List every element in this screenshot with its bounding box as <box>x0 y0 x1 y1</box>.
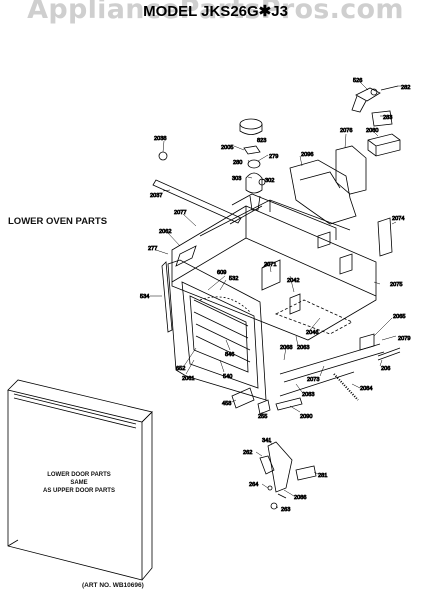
diagram-title: MODEL JKS26G✱J3 <box>143 3 288 20</box>
door-note: LOWER DOOR PARTS SAME AS UPPER DOOR PART… <box>34 471 124 495</box>
part-label-2086: 2086 <box>294 495 306 501</box>
part-label-652: 652 <box>176 366 185 372</box>
side-trim-534-drawing <box>161 261 173 333</box>
hinge-assembly-drawing <box>259 441 317 510</box>
part-label-2090: 2090 <box>300 414 312 420</box>
part-label-609: 609 <box>217 270 226 276</box>
part-label-540: 540 <box>223 374 232 380</box>
art-number: (ART NO. WB10696) <box>82 582 144 589</box>
part-label-277: 277 <box>148 246 157 252</box>
part-label-526: 526 <box>353 78 362 84</box>
igniter-bracket-drawing <box>351 85 399 113</box>
part-label-2061: 2061 <box>182 376 194 382</box>
door-note-line-1: LOWER DOOR PARTS <box>47 472 111 478</box>
part-label-2063: 2063 <box>297 345 309 351</box>
part-label-2005: 2005 <box>221 145 233 151</box>
part-2071-mark <box>261 261 271 269</box>
part-label-2075: 2075 <box>390 282 402 288</box>
bracket-277-drawing <box>175 245 197 267</box>
watermark: AppliancePartsPros.com <box>27 0 404 25</box>
cross-braces-drawing <box>274 299 353 335</box>
part-2038-drawing <box>158 151 168 161</box>
part-label-2037: 2037 <box>150 193 162 199</box>
part-label-281: 281 <box>318 473 327 479</box>
part-2076-drawing <box>335 145 367 195</box>
thermostat-stack-drawing <box>239 118 266 211</box>
part-label-823: 823 <box>257 138 266 144</box>
part-label-282: 282 <box>401 85 410 91</box>
door-note-line-3: AS UPPER DOOR PARTS <box>43 488 115 494</box>
part-2096-duct-drawing <box>289 159 357 225</box>
part-label-2076: 2076 <box>340 128 352 134</box>
part-2074-drawing <box>377 217 393 257</box>
part-label-2073: 2073 <box>307 377 319 383</box>
lower-door-drawing <box>7 379 153 581</box>
part-label-2071: 2071 <box>264 262 276 268</box>
part-2090-drawing <box>275 397 303 411</box>
part-label-2083: 2083 <box>302 392 314 398</box>
part-label-2079: 2079 <box>398 336 410 342</box>
part-label-2062: 2062 <box>159 229 171 235</box>
part-label-279: 279 <box>269 154 278 160</box>
spring-2084-drawing <box>333 373 359 401</box>
part-labels: 526 282 283 2076 2080 2038 823 2005 279 … <box>140 78 411 514</box>
part-2096-fold <box>299 171 341 189</box>
oven-cavity-drawing <box>171 193 377 341</box>
part-2065-drawing <box>359 333 375 351</box>
part-label-2042: 2042 <box>287 278 299 284</box>
part-label-262: 262 <box>243 450 252 456</box>
part-283-drawing <box>371 110 393 127</box>
part-label-2068: 2068 <box>280 345 292 351</box>
part-255-drawing <box>257 399 271 415</box>
part-label-458: 458 <box>222 401 231 407</box>
part-label-341: 341 <box>262 438 271 444</box>
part-458-drawing <box>231 387 255 409</box>
section-label-lower-oven: LOWER OVEN PARTS <box>8 216 108 227</box>
part-label-2074: 2074 <box>392 216 404 222</box>
part-label-280: 280 <box>233 160 242 166</box>
part-2042-drawing <box>289 293 301 315</box>
part-label-206: 206 <box>381 366 390 372</box>
part-2080-drawing <box>367 133 401 157</box>
part-label-255: 255 <box>258 414 267 420</box>
part-label-283: 283 <box>383 115 392 121</box>
oven-front-frame-drawing <box>167 259 267 401</box>
part-label-846: 846 <box>225 352 234 358</box>
part-206-drawing <box>377 347 401 361</box>
part-label-302: 302 <box>265 178 274 184</box>
part-label-2096: 2096 <box>301 152 313 158</box>
part-label-263: 263 <box>281 507 290 513</box>
part-label-534: 534 <box>140 294 149 300</box>
part-label-2080: 2080 <box>366 128 378 134</box>
part-label-2046: 2046 <box>306 330 318 336</box>
part-label-532: 532 <box>229 276 238 282</box>
part-label-2084: 2084 <box>360 386 372 392</box>
part-label-264: 264 <box>249 482 258 488</box>
part-label-2065: 2065 <box>393 314 405 320</box>
leader-lines <box>150 81 402 509</box>
part-label-2077: 2077 <box>174 210 186 216</box>
part-label-303: 303 <box>232 176 241 182</box>
door-note-line-2: SAME <box>70 480 88 486</box>
part-label-2038: 2038 <box>154 136 166 142</box>
